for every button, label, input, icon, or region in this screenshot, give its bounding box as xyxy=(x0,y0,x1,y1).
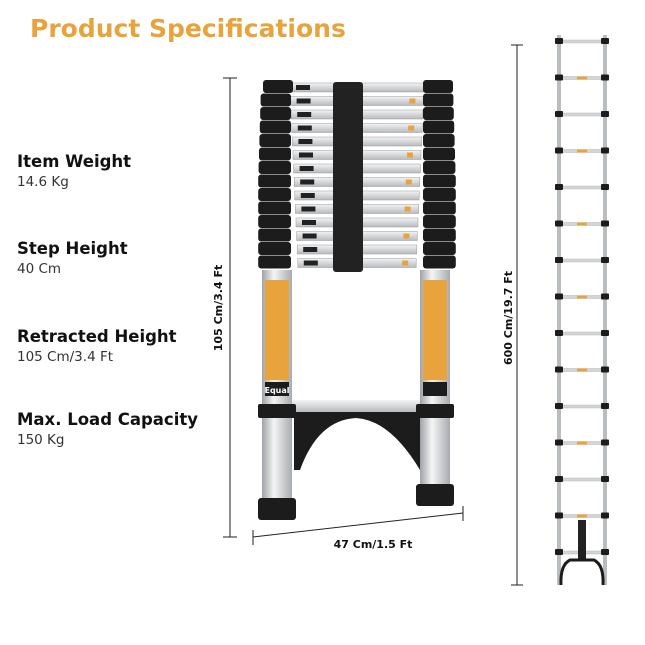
spec-value: 105 Cm/3.4 Ft xyxy=(17,349,114,365)
extended-ladder xyxy=(555,35,609,586)
foot-cap xyxy=(416,484,454,506)
rail-joint xyxy=(423,147,455,161)
spec-step-height: Step Height 40 Cm xyxy=(17,239,128,277)
rail-joint xyxy=(423,255,456,269)
rung xyxy=(560,39,604,44)
spec-value: 150 Kg xyxy=(17,432,65,448)
rail-joint xyxy=(260,107,291,120)
foot-cap xyxy=(258,498,296,520)
rail-joint xyxy=(258,201,291,215)
extended-height-dimension: 600 Cm/19.7 Ft xyxy=(502,44,523,586)
width-label: 47 Cm/1.5 Ft xyxy=(334,538,413,551)
rail-joint xyxy=(423,228,456,242)
rail-joint xyxy=(423,161,456,174)
warning-label xyxy=(423,280,447,380)
rail-joint xyxy=(260,93,291,107)
rail-joint xyxy=(259,147,291,161)
rung xyxy=(560,185,604,190)
extended-height-label: 600 Cm/19.7 Ft xyxy=(502,271,515,365)
rail-joint xyxy=(258,255,291,269)
rung xyxy=(560,404,604,409)
page-title: Product Specifications xyxy=(30,14,346,43)
rail-joint xyxy=(258,174,291,188)
spec-value: 14.6 Kg xyxy=(17,174,69,190)
spec-label: Step Height xyxy=(17,239,128,258)
rail-joint xyxy=(423,134,455,147)
rail-joint xyxy=(423,188,456,201)
spec-label: Retracted Height xyxy=(17,327,177,346)
warning-label xyxy=(265,280,289,380)
rail-joint xyxy=(258,188,291,201)
rail-joint xyxy=(423,120,455,134)
rung xyxy=(560,112,604,117)
rail-joint xyxy=(423,93,454,107)
rail-joint xyxy=(258,215,291,228)
rail-joint xyxy=(258,242,291,255)
retracted-height-dimension: 105 Cm/3.4 Ft xyxy=(212,77,237,538)
rail-joint xyxy=(423,242,456,255)
brand-logo: Equal xyxy=(264,386,289,395)
spec-label: Item Weight xyxy=(17,152,132,171)
spec-retracted-height: Retracted Height 105 Cm/3.4 Ft xyxy=(17,327,177,365)
rail-joint xyxy=(259,120,291,134)
rail-joint xyxy=(423,201,456,215)
rail-joint xyxy=(423,80,453,93)
rail-joint xyxy=(259,134,291,147)
spec-label: Max. Load Capacity xyxy=(17,410,199,429)
spec-max-load: Max. Load Capacity 150 Kg xyxy=(17,410,198,448)
carry-strap xyxy=(333,82,363,272)
width-dimension: 47 Cm/1.5 Ft xyxy=(252,506,464,551)
rung xyxy=(560,477,604,482)
rail-joint xyxy=(423,174,456,188)
rail-joint xyxy=(258,228,291,242)
rail-joint xyxy=(263,80,293,93)
rail-joint xyxy=(423,107,454,120)
rail-joint xyxy=(258,161,291,174)
rung xyxy=(560,331,604,336)
stabilizer-bar xyxy=(292,400,420,412)
retracted-ladder: Equal xyxy=(258,80,456,520)
rung xyxy=(560,258,604,263)
retracted-height-label: 105 Cm/3.4 Ft xyxy=(212,265,225,351)
spec-value: 40 Cm xyxy=(17,261,62,277)
spec-item-weight: Item Weight 14.6 Kg xyxy=(17,152,131,190)
rail-joint xyxy=(423,215,456,228)
